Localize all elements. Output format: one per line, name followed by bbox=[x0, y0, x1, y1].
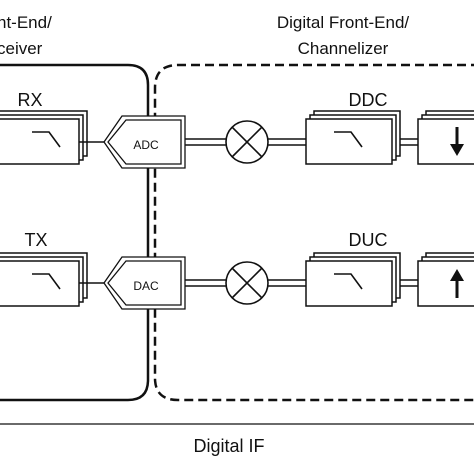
left-group-title-line2: ceiver bbox=[0, 39, 43, 58]
down-arrow-icon bbox=[450, 127, 464, 156]
analog-frontend-boundary bbox=[0, 63, 150, 402]
ddc-label: DDC bbox=[349, 90, 388, 110]
rx-filter-bank bbox=[0, 110, 88, 165]
duc-filter-bank bbox=[305, 252, 401, 307]
duc-interpolator-bank bbox=[417, 252, 474, 307]
right-group-title-line1: Digital Front-End/ bbox=[277, 13, 410, 32]
duc-label: DUC bbox=[349, 230, 388, 250]
adc-block: ADC bbox=[103, 115, 186, 169]
rx-label: RX bbox=[17, 90, 42, 110]
right-group-title-line2: Channelizer bbox=[298, 39, 389, 58]
up-arrow-icon bbox=[450, 269, 464, 298]
ddc-decimator-bank bbox=[417, 110, 474, 165]
tx-mixer bbox=[225, 261, 269, 305]
ddc-filter-bank bbox=[305, 110, 401, 165]
lowpass-filter-icon bbox=[32, 131, 61, 148]
digital-if-label: Digital IF bbox=[193, 436, 264, 456]
digital-frontend-boundary bbox=[153, 63, 474, 402]
dac-block: DAC bbox=[103, 256, 186, 310]
dac-label: DAC bbox=[133, 279, 159, 293]
lowpass-filter-icon bbox=[334, 131, 363, 148]
adc-label: ADC bbox=[133, 138, 159, 152]
tx-filter-bank bbox=[0, 252, 88, 307]
lowpass-filter-icon bbox=[32, 273, 61, 290]
left-group-title-line1: nt-End/ bbox=[0, 13, 52, 32]
lowpass-filter-icon bbox=[334, 273, 363, 290]
rx-mixer bbox=[225, 120, 269, 164]
tx-label: TX bbox=[24, 230, 47, 250]
